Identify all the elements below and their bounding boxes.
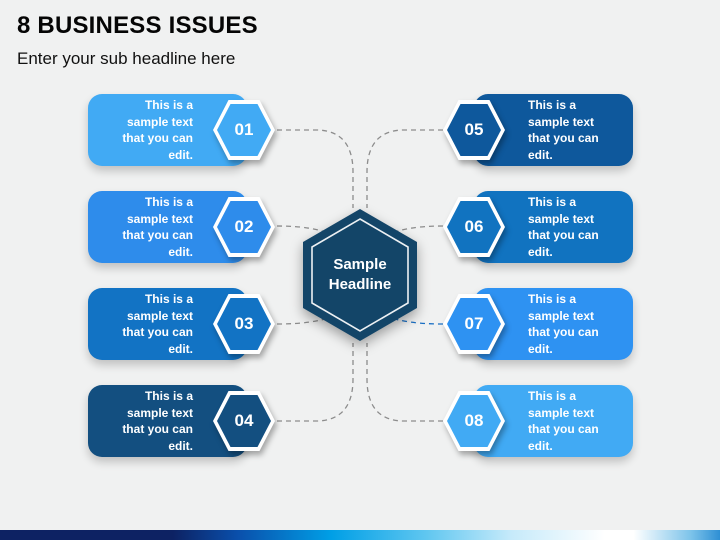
item-05-badge: 05: [443, 100, 505, 160]
item-06-badge-fill: 06: [447, 201, 501, 253]
item-04-text: This is a sample text that you can edit.: [122, 389, 193, 453]
slide-title: 8 BUSINESS ISSUES: [17, 12, 258, 39]
item-03-number: 03: [234, 314, 254, 333]
item-01-text: This is a sample text that you can edit.: [122, 98, 193, 162]
item-02-badge-border: 02: [213, 197, 275, 257]
item-04-badge: 04: [213, 391, 275, 451]
item-08-badge-border: 08: [443, 391, 505, 451]
item-05-number: 05: [464, 120, 484, 139]
item-01-badge-border: 01: [213, 100, 275, 160]
item-03: This is a sample text that you can edit.…: [88, 288, 278, 360]
item-06-badge-border: 06: [443, 197, 505, 257]
item-03-badge: 03: [213, 294, 275, 354]
center-hexagon: [303, 209, 417, 341]
item-02-text: This is a sample text that you can edit.: [122, 195, 193, 259]
item-05-badge-fill: 05: [447, 104, 501, 156]
slide-subtitle: Enter your sub headline here: [17, 49, 236, 68]
item-01-badge: 01: [213, 100, 275, 160]
item-02: This is a sample text that you can edit.…: [88, 191, 278, 263]
item-01-number: 01: [234, 120, 254, 139]
item-07-badge-fill: 07: [447, 298, 501, 350]
item-07-number: 07: [464, 314, 484, 333]
item-01-text-box: This is a sample text that you can edit.: [88, 94, 247, 166]
item-08-text-box: This is a sample text that you can edit.: [474, 385, 633, 457]
item-04-badge-border: 04: [213, 391, 275, 451]
item-01: This is a sample text that you can edit.…: [88, 94, 278, 166]
connector-item-01: [277, 129, 354, 208]
item-02-number: 02: [234, 217, 254, 236]
item-04-text-box: This is a sample text that you can edit.: [88, 385, 247, 457]
item-01-badge-fill: 01: [217, 104, 271, 156]
item-03-text: This is a sample text that you can edit.: [122, 292, 193, 356]
item-05: This is a sample text that you can edit.…: [443, 94, 633, 166]
footer-accent-bar: [0, 530, 720, 540]
item-02-badge: 02: [213, 197, 275, 257]
item-08-badge-fill: 08: [447, 395, 501, 447]
item-05-text: This is a sample text that you can edit.: [528, 98, 599, 162]
connector-item-04: [277, 343, 354, 422]
item-08-number: 08: [464, 411, 484, 430]
item-07-badge: 07: [443, 294, 505, 354]
item-06-badge: 06: [443, 197, 505, 257]
item-04-number: 04: [234, 411, 254, 430]
item-07-badge-border: 07: [443, 294, 505, 354]
item-06-text: This is a sample text that you can edit.: [528, 195, 599, 259]
item-03-badge-fill: 03: [217, 298, 271, 350]
item-08-badge: 08: [443, 391, 505, 451]
item-02-badge-fill: 02: [217, 201, 271, 253]
item-07: This is a sample text that you can edit.…: [443, 288, 633, 360]
item-06-text-box: This is a sample text that you can edit.: [474, 191, 633, 263]
connector-item-05: [366, 129, 443, 208]
item-04-badge-fill: 04: [217, 395, 271, 447]
item-04: This is a sample text that you can edit.…: [88, 385, 278, 457]
item-03-badge-border: 03: [213, 294, 275, 354]
center-headline: Sample Headline: [328, 256, 392, 293]
item-06-number: 06: [464, 217, 484, 236]
item-08: This is a sample text that you can edit.…: [443, 385, 633, 457]
item-07-text: This is a sample text that you can edit.: [528, 292, 599, 356]
item-06: This is a sample text that you can edit.…: [443, 191, 633, 263]
item-05-badge-border: 05: [443, 100, 505, 160]
center-hexagon-inner-outline: [311, 218, 409, 332]
item-08-text: This is a sample text that you can edit.: [528, 389, 599, 453]
connector-item-08: [366, 343, 443, 422]
